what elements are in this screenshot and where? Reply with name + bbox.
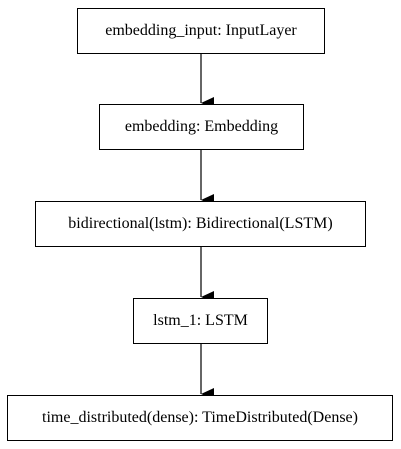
node-label: lstm_1: LSTM xyxy=(153,312,248,329)
node-label: embedding: Embedding xyxy=(124,118,279,135)
node-lstm-1: lstm_1: LSTM xyxy=(133,298,268,344)
node-embedding-input: embedding_input: InputLayer xyxy=(77,8,325,54)
node-time-distributed-dense: time_distributed(dense): TimeDistributed… xyxy=(7,395,393,441)
node-label: time_distributed(dense): TimeDistributed… xyxy=(42,409,358,426)
node-label: bidirectional(lstm): Bidirectional(LSTM) xyxy=(68,215,333,232)
node-bidirectional-lstm: bidirectional(lstm): Bidirectional(LSTM) xyxy=(35,201,366,247)
node-label: embedding_input: InputLayer xyxy=(105,22,297,39)
node-embedding: embedding: Embedding xyxy=(99,104,304,150)
